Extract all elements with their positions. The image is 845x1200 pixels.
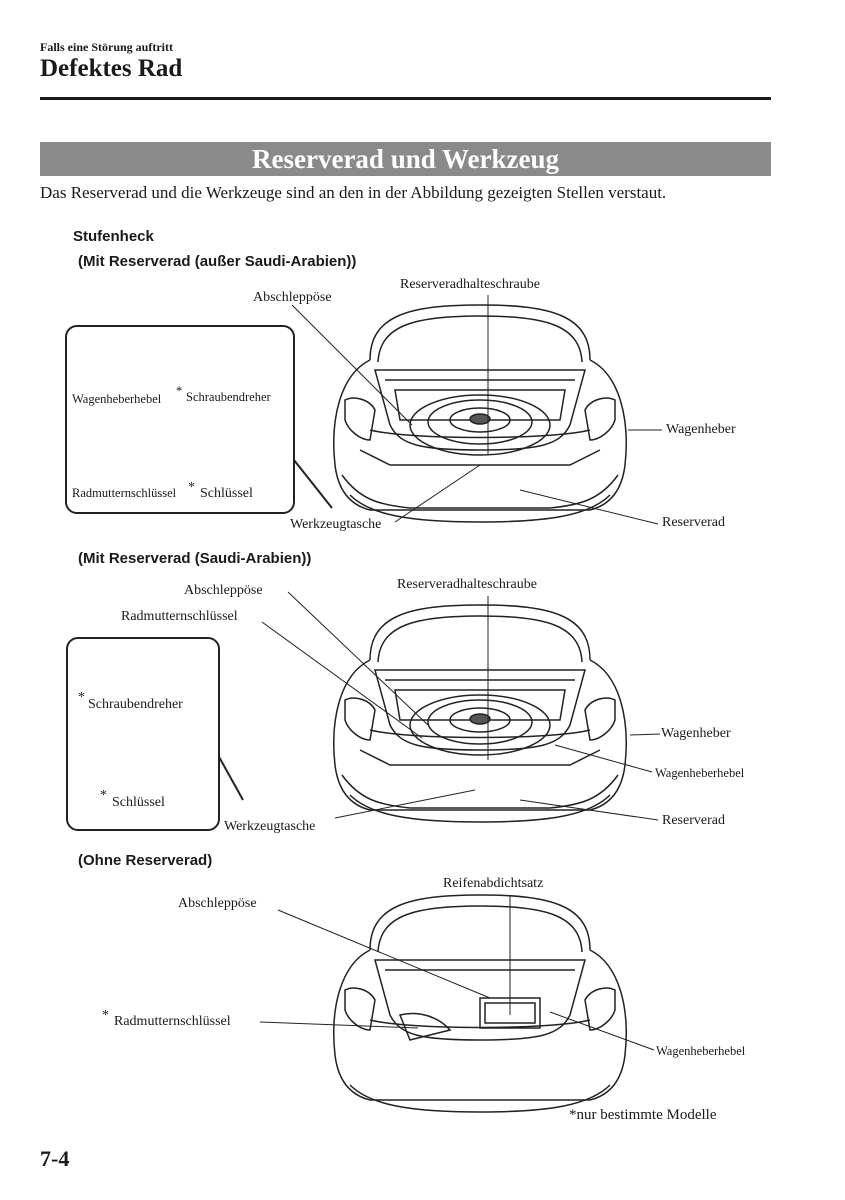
label-tow-eye: Abschleppöse <box>184 583 263 598</box>
tool-spanner-label: Schlüssel <box>200 486 253 501</box>
footnote-text: nur bestimmte Modelle <box>576 1107 717 1123</box>
label-spare-bolt: Reserveradhalteschraube <box>397 577 537 592</box>
label-tow-eye: Abschleppöse <box>253 290 332 305</box>
label-lug-wrench: Radmutternschlüssel <box>114 1014 231 1029</box>
asterisk-mark: * <box>569 1107 577 1123</box>
section-title: Falls eine Störung auftritt <box>40 40 173 54</box>
chapter-title: Defektes Rad <box>40 55 183 82</box>
fig1-caption: (Mit Reserverad (außer Saudi-Arabien)) <box>78 253 357 270</box>
label-jack-handle: Wagenheberhebel <box>655 766 745 780</box>
label-tool-bag: Werkzeugtasche <box>290 517 382 532</box>
body-type-heading: Stufenheck <box>73 228 154 245</box>
label-sealant-kit: Reifenabdichtsatz <box>443 876 544 891</box>
intro-text: Das Reserverad und die Werkzeuge sind an… <box>40 183 667 202</box>
asterisk-mark: * <box>188 480 195 495</box>
label-spare-wheel: Reserverad <box>662 515 725 530</box>
asterisk-mark: * <box>102 1008 109 1023</box>
asterisk-mark: * <box>78 690 85 705</box>
label-spare-wheel: Reserverad <box>662 813 725 828</box>
fig2-caption: (Mit Reserverad (Saudi-Arabien)) <box>78 550 312 567</box>
asterisk-mark: * <box>176 384 183 398</box>
label-jack: Wagenheber <box>666 422 736 437</box>
fig3-caption: (Ohne Reserverad) <box>78 852 213 869</box>
tool-screwdriver-label: Schraubendreher <box>88 697 183 712</box>
label-jack: Wagenheber <box>661 726 731 741</box>
tool-spanner-label: Schlüssel <box>112 795 165 810</box>
asterisk-mark: * <box>100 788 107 803</box>
toolbox-fig1 <box>65 325 295 514</box>
tool-lug-wrench-label: Radmutternschlüssel <box>72 486 177 500</box>
tool-screwdriver-label: Schraubendreher <box>186 390 271 404</box>
label-tow-eye: Abschleppöse <box>178 896 257 911</box>
tool-jack-handle-label: Wagenheberhebel <box>72 392 162 406</box>
page-number: 7-4 <box>40 1146 70 1171</box>
label-jack-handle: Wagenheberhebel <box>656 1044 746 1058</box>
label-spare-bolt: Reserveradhalteschraube <box>400 277 540 292</box>
footnote: *nur bestimmte Modelle <box>569 1107 716 1124</box>
label-lug-wrench: Radmutternschlüssel <box>121 609 238 624</box>
topic-banner: Reserverad und Werkzeug <box>40 142 771 176</box>
toolbox-fig2 <box>66 637 220 831</box>
header-rule <box>40 97 771 100</box>
label-tool-bag: Werkzeugtasche <box>224 819 316 834</box>
